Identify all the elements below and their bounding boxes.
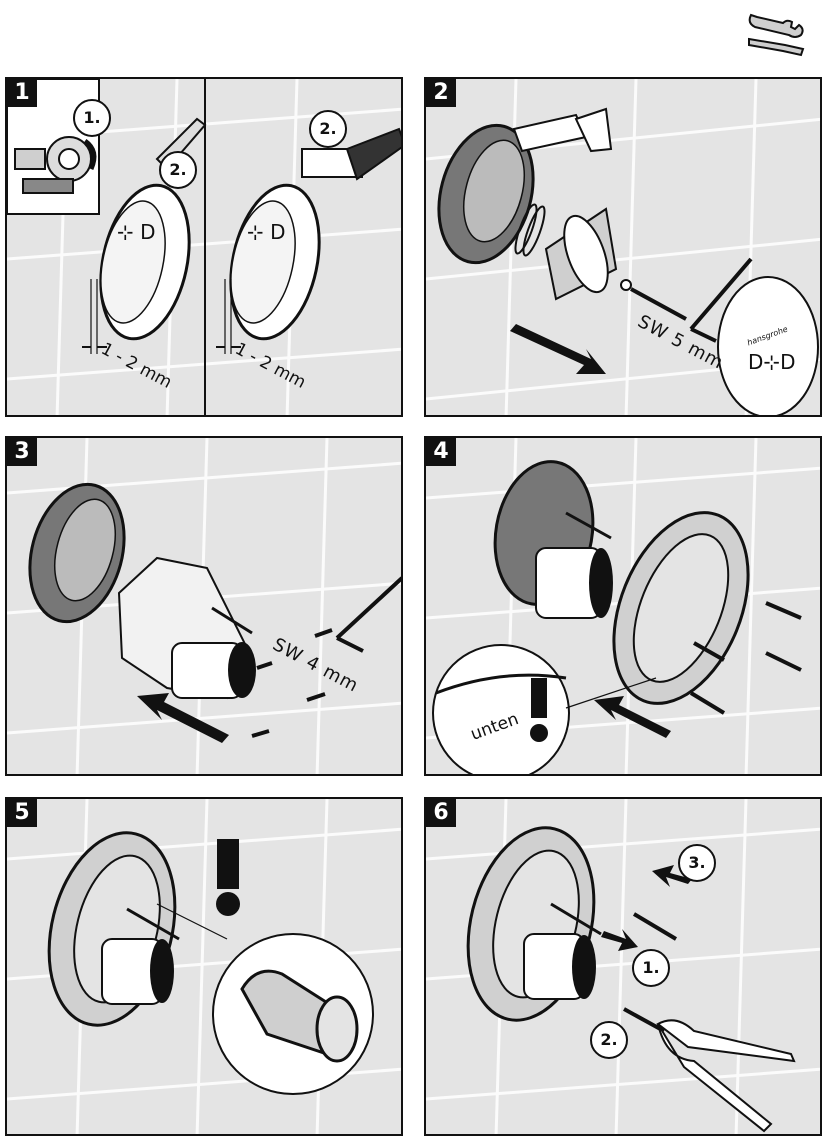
svg-text:D⊹D: D⊹D [748, 350, 796, 374]
step-panel-4: 4 unten [424, 436, 822, 776]
step-3-illustration [28, 482, 401, 743]
wrench-screwdriver-icon [748, 13, 805, 57]
step-panel-5: 5 [5, 797, 403, 1136]
step-number: 4 [426, 438, 456, 466]
step-number: 1 [7, 79, 37, 107]
step-panel-3: 3 SW 4 mm [5, 436, 403, 776]
svg-text:⊹ D: ⊹ D [117, 220, 156, 244]
step-6-illustration [466, 826, 796, 1133]
step-6-callout-3: 3. [678, 844, 716, 882]
step-number: 3 [7, 438, 37, 466]
step-1-callout-2: 2. [159, 151, 197, 189]
step-panel-6: 6 3. 1. 2. [424, 797, 822, 1136]
svg-text:⊹ D: ⊹ D [247, 220, 286, 244]
step-panel-2: 2 D⊹D SW 5 mm hansgrohe [424, 77, 822, 417]
step-number: 5 [7, 799, 37, 827]
step-6-callout-2: 2. [590, 1021, 628, 1059]
step-1-callout-3: 2. [309, 110, 347, 148]
step-6-callout-1: 1. [632, 949, 670, 987]
step-panel-1: 1 ⊹ D ⊹ D 1. 2. 2. 1 - 2 mm 1 - 2 [5, 77, 403, 417]
step-4-illustration [432, 460, 802, 774]
step-2-illustration: D⊹D [437, 107, 819, 415]
step-number: 6 [426, 799, 456, 827]
step-number: 2 [426, 79, 456, 107]
step-1-callout-1: 1. [73, 99, 111, 137]
step-5-illustration [47, 831, 374, 1095]
